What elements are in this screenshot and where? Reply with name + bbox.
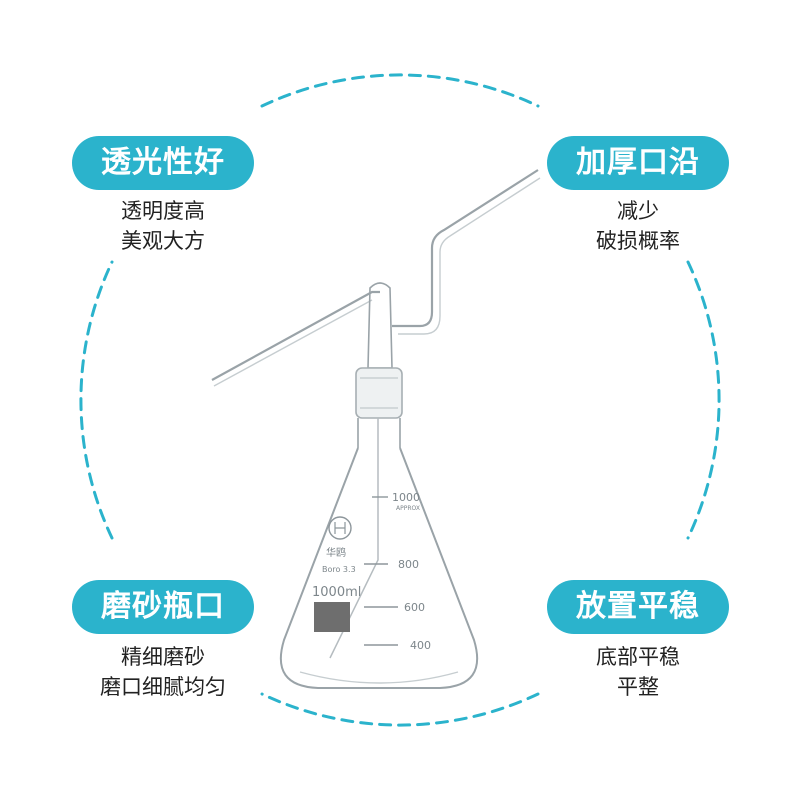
feature-desc-line: 精细磨砂	[121, 645, 205, 669]
feature-desc-transparency: 透明度高 美观大方	[72, 196, 254, 256]
feature-title-ground-mouth: 磨砂瓶口	[72, 580, 254, 634]
dashed-arc-right	[686, 260, 721, 540]
feature-desc-line: 美观大方	[121, 229, 205, 253]
feature-title-stable-base: 放置平稳	[547, 580, 729, 634]
dashed-arc-top	[260, 73, 540, 108]
brand-name: 华鸥	[326, 546, 346, 559]
writing-patch	[314, 602, 350, 632]
inlet-tube	[211, 290, 380, 381]
material-label: Boro 3.3	[322, 565, 356, 574]
feature-desc-stable-base: 底部平稳 平整	[547, 642, 729, 702]
feature-desc-line: 平整	[617, 675, 659, 699]
graduation-1000: 1000	[392, 491, 420, 504]
feature-title-thick-rim: 加厚口沿	[547, 136, 729, 190]
approx-label: APPROX	[396, 505, 420, 512]
feature-desc-line: 透明度高	[121, 199, 205, 223]
graduation-800: 800	[398, 558, 419, 571]
feature-desc-line: 破损概率	[596, 229, 680, 253]
feature-desc-ground-mouth: 精细磨砂 磨口细腻均匀	[52, 642, 274, 702]
graduation-400: 400	[410, 639, 431, 652]
gas-washing-flask	[211, 169, 541, 689]
graduation-600: 600	[404, 601, 425, 614]
brand-logo-icon	[328, 516, 352, 540]
feature-desc-line: 磨口细腻均匀	[100, 675, 226, 699]
feature-title-transparency: 透光性好	[72, 136, 254, 190]
feature-desc-thick-rim: 减少 破损概率	[547, 196, 729, 256]
capacity-label: 1000ml	[312, 585, 361, 600]
flask-body	[279, 447, 479, 689]
dashed-circle	[79, 73, 721, 727]
feature-desc-line: 底部平稳	[596, 645, 680, 669]
ground-glass-stopper	[355, 367, 403, 419]
dashed-arc-left	[79, 260, 114, 540]
feature-desc-line: 减少	[617, 199, 659, 223]
outlet-tube	[392, 169, 539, 328]
dashed-arc-bottom	[260, 692, 540, 727]
